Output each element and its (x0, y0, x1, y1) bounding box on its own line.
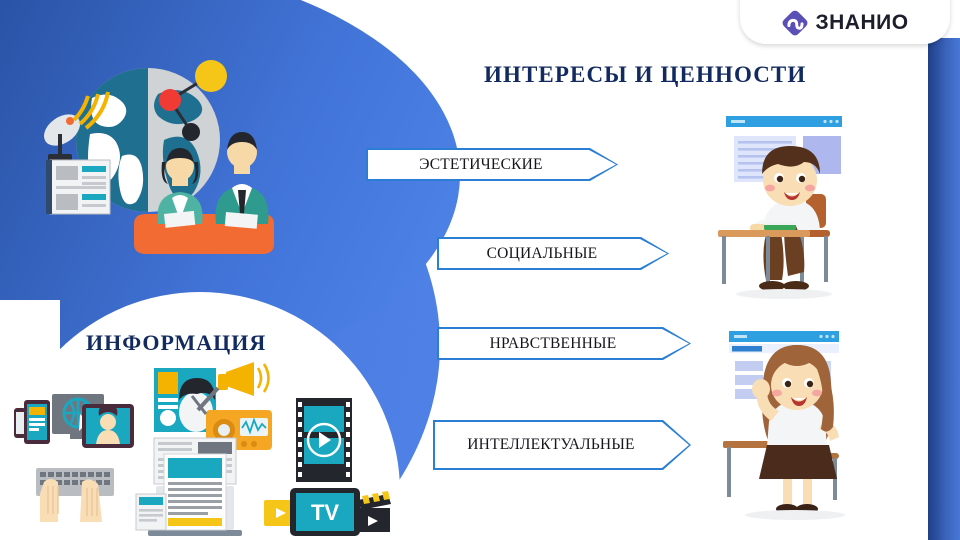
banner-aesthetic[interactable]: ЭСТЕТИЧЕСКИЕ (366, 148, 618, 181)
page-title: ИНТЕРЕСЫ И ЦЕННОСТИ (484, 62, 807, 87)
banner-intellectual[interactable]: ИНТЕЛЛЕКТУАЛЬНЫЕ (433, 420, 691, 470)
banner-label: ЭСТЕТИЧЕСКИЕ (368, 150, 616, 179)
banner-social[interactable]: СОЦИАЛЬНЫЕ (437, 237, 669, 270)
information-title: ИНФОРМАЦИЯ (86, 330, 267, 355)
banner-label: НРАВСТВЕННЫЕ (439, 329, 689, 358)
znanio-logo[interactable]: ЗНАНИО (740, 0, 950, 44)
girl-raising-hand-illustration (723, 331, 845, 520)
news-broadcast-illustration (43, 60, 274, 254)
media-devices-collage-illustration: TV (14, 362, 391, 536)
anchor-woman (157, 148, 203, 228)
znanio-logo-text: ЗНАНИО (815, 11, 909, 34)
banner-moral[interactable]: НРАВСТВЕННЫЕ (437, 327, 691, 360)
newspaper-icon (46, 159, 111, 215)
boy-at-school-desk-illustration (718, 116, 842, 299)
znanio-diamond-icon (783, 10, 808, 36)
banner-label: СОЦИАЛЬНЫЕ (439, 239, 667, 268)
right-edge-blue-stripe (928, 38, 960, 540)
tv-screen-label: TV (311, 500, 339, 525)
banner-label: ИНТЕЛЛЕКТУАЛЬНЫЕ (435, 422, 689, 468)
molecule-icon (159, 60, 227, 141)
satellite-dish-icon (43, 91, 110, 161)
anchor-man (215, 132, 269, 229)
